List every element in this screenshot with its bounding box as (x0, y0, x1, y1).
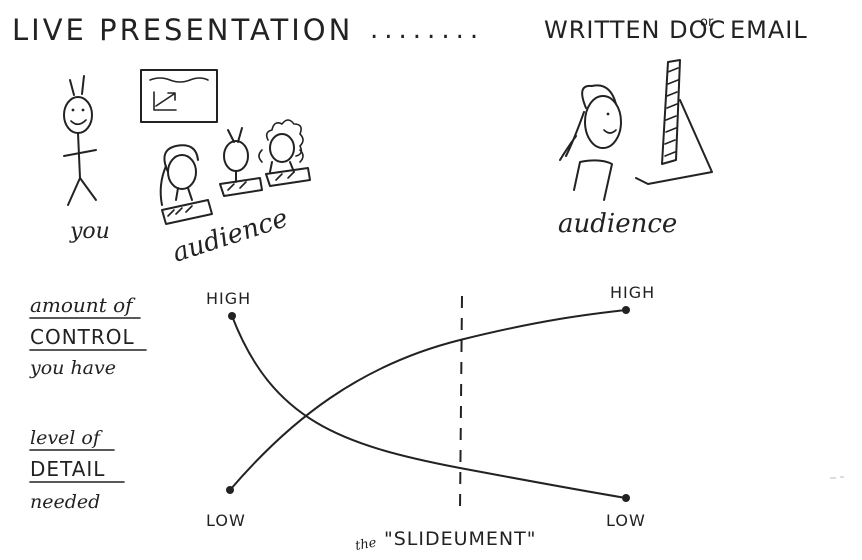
low-right-label: LOW (606, 511, 646, 530)
live-audience-label: audience (169, 203, 292, 268)
live-audience-icon (159, 119, 311, 225)
presentation-screen-icon (140, 69, 218, 123)
control-legend: amount of CONTROL you have (29, 293, 147, 379)
email-title: EMAIL (730, 16, 808, 44)
doc-audience-label: audience (558, 209, 677, 239)
you-label: you (69, 219, 110, 244)
stray-mark (830, 476, 844, 479)
detail-legend-line2: DETAIL (30, 457, 105, 481)
detail-legend-line3: needed (30, 491, 100, 513)
crossover-graph (226, 295, 630, 511)
control-curve (231, 315, 627, 499)
detail-end-point (622, 306, 630, 314)
presenter-stick-figure-icon (63, 75, 97, 206)
slideument-label: "SLIDEUMENT" (384, 528, 537, 550)
header-or-word: or (700, 15, 714, 30)
slideument-divider (459, 295, 463, 511)
control-legend-line3: you have (29, 357, 116, 379)
written-doc-title: WRITTEN DOC (544, 16, 726, 44)
slideument-the-label: the (354, 535, 378, 554)
detail-curve (229, 309, 627, 491)
control-legend-line1: amount of (30, 293, 136, 317)
high-left-label: HIGH (206, 289, 251, 308)
detail-legend-line1: level of (30, 427, 103, 449)
low-left-label: LOW (206, 511, 246, 530)
header-dots: ........ (370, 15, 484, 45)
control-end-point (622, 494, 630, 502)
control-start-point (228, 312, 236, 320)
detail-legend: level of DETAIL needed (29, 427, 125, 513)
live-presentation-title: LIVE PRESENTATION (12, 13, 353, 47)
document-reader-icon (559, 59, 713, 201)
control-legend-line2: CONTROL (30, 325, 135, 349)
high-right-label: HIGH (610, 283, 655, 302)
detail-start-point (226, 486, 234, 494)
